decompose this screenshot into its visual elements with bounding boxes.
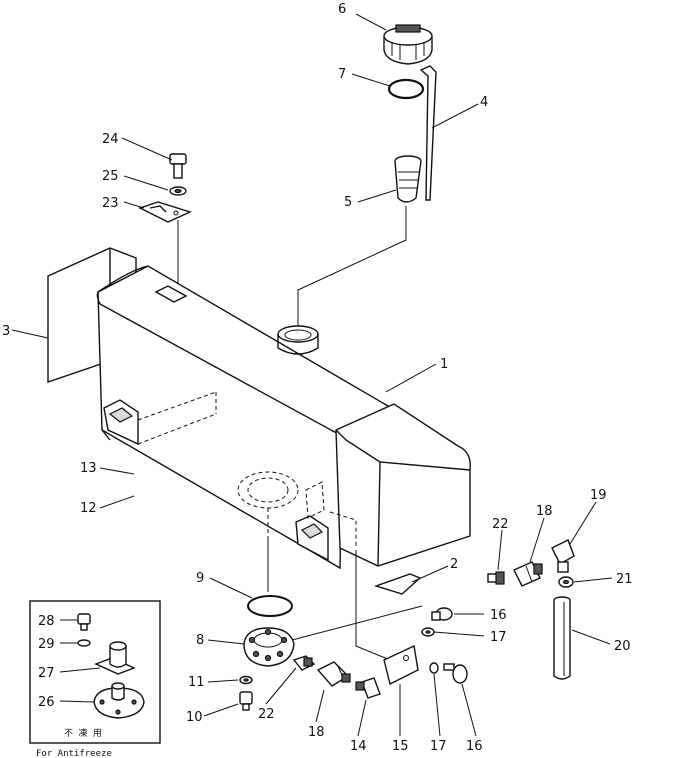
callout-27: 27 — [38, 666, 55, 681]
part-washer-25 — [169, 186, 187, 196]
callout-17-lower: 17 — [430, 739, 447, 754]
callout-10: 10 — [186, 710, 203, 725]
part-strap-2 — [373, 573, 422, 595]
part-cap — [383, 24, 433, 65]
callout-18-lower: 18 — [308, 725, 325, 740]
part-strainer — [394, 155, 422, 203]
part-bracket-23 — [138, 201, 192, 223]
part-bolt-16-lower — [443, 663, 468, 684]
leader-lines — [11, 13, 613, 737]
callout-20: 20 — [614, 639, 631, 654]
callout-25: 25 — [102, 169, 119, 184]
callout-13: 13 — [80, 461, 97, 476]
part-fitting-22-lower — [292, 655, 316, 671]
callout-18-upper: 18 — [536, 504, 553, 519]
callout-labels: 6 7 4 5 24 25 23 3 1 2 13 12 9 8 11 10 2… — [2, 2, 633, 754]
part-elbow-18-lower — [316, 661, 351, 687]
callout-16-upper: 16 — [490, 608, 507, 623]
part-cover-8 — [243, 627, 295, 667]
inset-caption-en: For Antifreeze — [36, 749, 112, 758]
part-oring-9 — [247, 595, 293, 617]
callout-21: 21 — [616, 572, 633, 587]
callout-24: 24 — [102, 132, 119, 147]
callout-7: 7 — [338, 67, 346, 82]
callout-3: 3 — [2, 324, 10, 339]
part-bracket-15 — [383, 644, 419, 686]
callout-14: 14 — [350, 739, 367, 754]
part-oring — [387, 78, 425, 100]
part-washer-11 — [239, 675, 253, 685]
callout-11: 11 — [188, 675, 205, 690]
callout-6: 6 — [338, 2, 346, 17]
part-elbow-19 — [551, 539, 575, 573]
part-tank — [96, 265, 471, 570]
part-washer-17-upper — [421, 627, 435, 637]
part-elbow-18-upper — [513, 561, 543, 587]
part-bolt-24 — [169, 153, 187, 179]
callout-22-lower: 22 — [258, 707, 275, 722]
callout-29: 29 — [38, 637, 55, 652]
callout-8: 8 — [196, 633, 204, 648]
callout-9: 9 — [196, 571, 204, 586]
part-tube-20 — [553, 596, 571, 680]
callout-4: 4 — [480, 95, 488, 110]
part-fitting-22-upper — [487, 571, 505, 585]
callout-26: 26 — [38, 695, 55, 710]
callout-5: 5 — [344, 195, 352, 210]
callout-15: 15 — [392, 739, 409, 754]
inset-caption-jp: 不 凍 用 — [64, 727, 102, 739]
callout-2: 2 — [450, 557, 458, 572]
callout-22-upper: 22 — [492, 517, 509, 532]
part-washer-21 — [558, 576, 574, 588]
callout-28: 28 — [38, 614, 55, 629]
part-bolt-10 — [239, 691, 253, 711]
callout-16-lower: 16 — [466, 739, 483, 754]
part-dipstick — [419, 65, 437, 201]
part-elbow-14 — [355, 677, 381, 699]
part-plug-16-upper — [431, 607, 453, 621]
part-washer-17-lower — [429, 662, 439, 674]
callout-12: 12 — [80, 501, 97, 516]
callout-19: 19 — [590, 488, 607, 503]
inset-antifreeze: 28 29 27 26 不 凍 用 — [29, 600, 161, 744]
callout-1: 1 — [440, 357, 448, 372]
callout-17-upper: 17 — [490, 630, 507, 645]
callout-23: 23 — [102, 196, 119, 211]
